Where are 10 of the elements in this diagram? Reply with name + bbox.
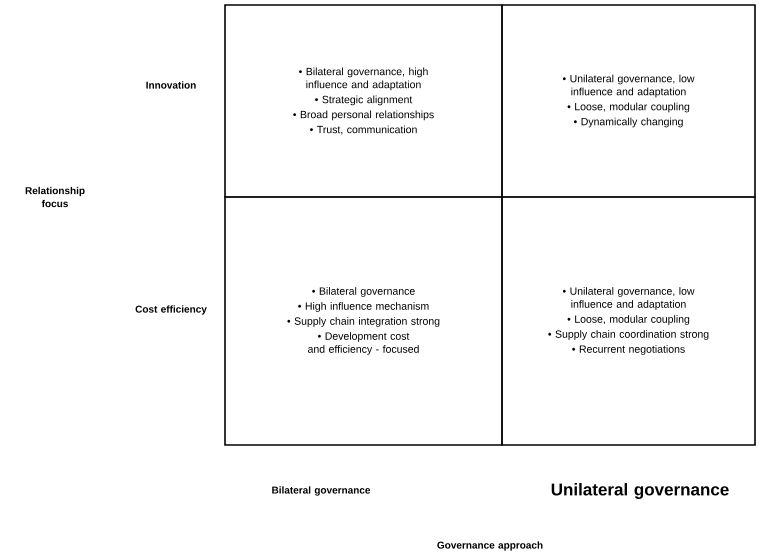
axis-label: Innovation xyxy=(146,81,196,89)
axis-label: Governance approach xyxy=(437,541,542,551)
axis-label: Relationship focus xyxy=(26,186,85,208)
matrix-cell: • Unilateral governance, low influence and adaptation • Loose, modular coupling • Dynamically changing xyxy=(501,4,756,198)
matrix-cell: • Bilateral governance, high influence and adaptation • Strategic alignment • Broad personal relationships • Trust, communication xyxy=(224,4,503,198)
axis-label: Unilateral governance xyxy=(552,483,729,499)
axis-label: Cost efficiency xyxy=(136,305,207,315)
matrix-cell: • Unilateral governance, low influence and adaptation • Loose, modular coupling • Supply chain coordination strong • Recurrent negotiations xyxy=(501,196,756,446)
matrix-cell: • Bilateral governance • High influence mechanism • Supply chain integration strong • Development cost and efficiency - focused xyxy=(224,196,503,446)
axis-label: Bilateral governance xyxy=(272,486,370,496)
